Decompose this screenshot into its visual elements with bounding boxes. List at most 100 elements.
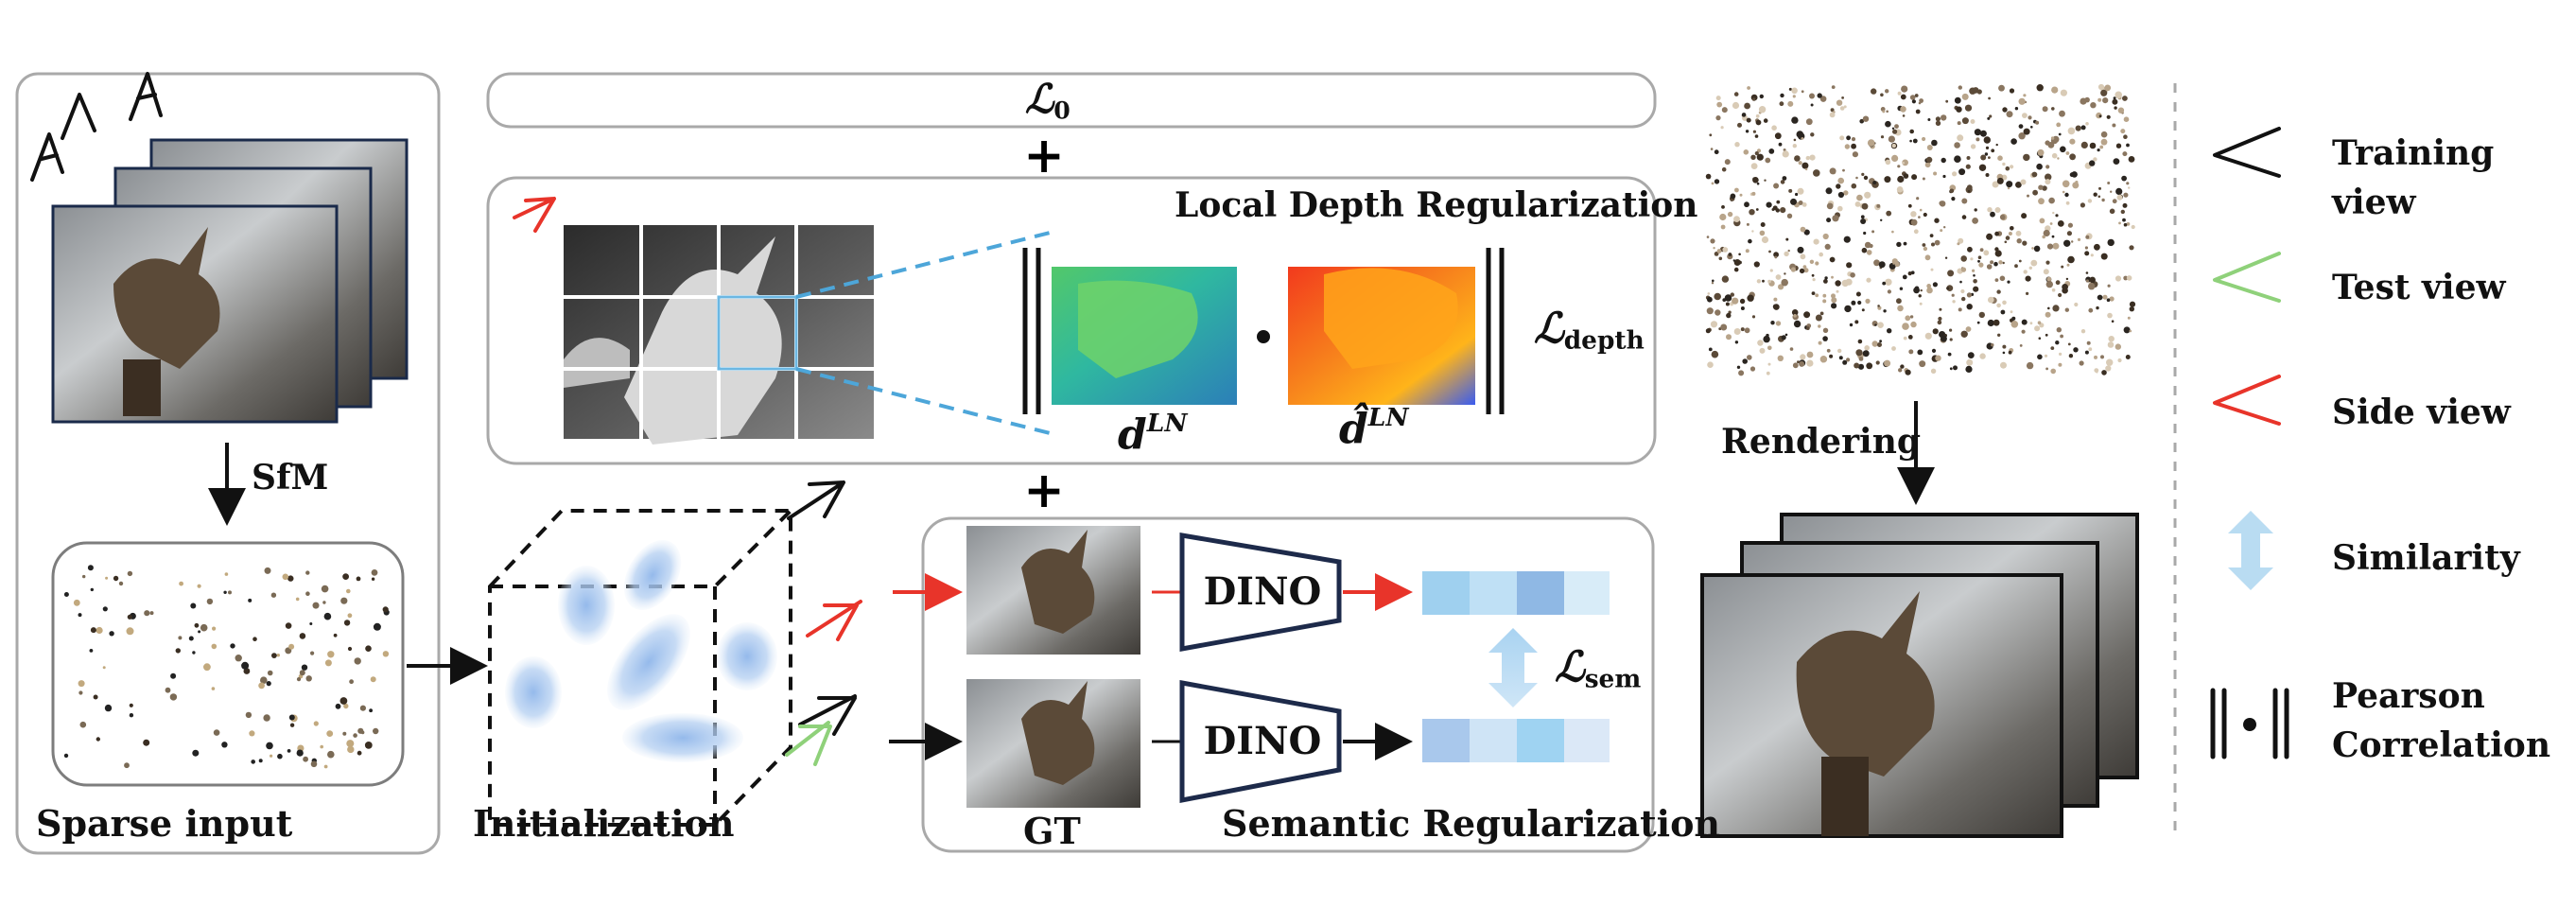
similarity-icon [2228, 511, 2273, 590]
dense-point [1811, 273, 1815, 277]
dense-point [1767, 345, 1772, 351]
dense-point [1785, 237, 1789, 241]
dense-point [2117, 358, 2122, 363]
dense-point [1805, 167, 1808, 171]
dense-point [1941, 335, 1947, 342]
dense-point [1707, 361, 1714, 369]
dense-point [1913, 287, 1920, 294]
dense-point [1766, 201, 1772, 208]
dense-point [1778, 142, 1783, 147]
dense-point [2058, 362, 2063, 367]
dense-point [2117, 107, 2125, 114]
dense-point [2075, 181, 2079, 184]
dense-point [1801, 162, 1809, 169]
dense-point [2109, 208, 2115, 215]
dense-point [1798, 161, 1802, 166]
dense-point [2114, 106, 2117, 110]
dense-point [1938, 316, 1942, 322]
dense-point [1837, 177, 1844, 184]
sparse-point [373, 622, 381, 631]
dense-point [1995, 143, 1998, 147]
dense-point [2037, 148, 2045, 156]
dense-point [1815, 314, 1822, 322]
dense-point [1784, 272, 1786, 275]
dense-point [1924, 162, 1931, 168]
sparse-point [178, 636, 183, 640]
sparse-point [343, 703, 349, 709]
dense-point [1897, 165, 1901, 168]
dense-point [1756, 153, 1764, 161]
sparse-point [343, 620, 351, 626]
dense-point [1710, 148, 1714, 150]
dense-point [1931, 139, 1938, 147]
dense-point [1986, 233, 1993, 240]
sparse-point [192, 651, 196, 655]
sparse-point [288, 643, 295, 650]
feature-vector-bottom [1422, 719, 1610, 762]
dense-point [1916, 197, 1920, 201]
dense-point [1858, 357, 1864, 361]
dense-point [1765, 157, 1771, 164]
dense-point [1983, 250, 1990, 256]
dense-point [1759, 347, 1766, 354]
sparse-point [382, 606, 389, 613]
dense-point [2066, 263, 2070, 267]
dense-point [1764, 179, 1767, 182]
dino-label-top: DINO [1203, 569, 1322, 614]
dense-point [1990, 260, 1994, 265]
dense-point [1876, 203, 1881, 208]
dense-point [1809, 259, 1815, 264]
dense-point [2032, 189, 2039, 196]
dense-point [1741, 113, 1747, 117]
dense-point [2038, 198, 2045, 205]
dense-point [1799, 360, 1805, 367]
sparse-point [206, 598, 214, 605]
dense-point [2000, 361, 2007, 369]
dense-point [1744, 102, 1750, 110]
dense-point [1854, 362, 1860, 369]
dense-point [1805, 155, 1811, 161]
sparse-point [271, 653, 277, 658]
dense-point [1751, 191, 1756, 196]
dense-point [1874, 323, 1877, 326]
dense-point [1957, 134, 1964, 142]
dense-point [2069, 138, 2076, 145]
sparse-point [321, 585, 329, 593]
dense-point [1792, 144, 1798, 148]
dense-point [1851, 300, 1856, 306]
dense-point [2100, 253, 2108, 260]
sparse-point [230, 643, 235, 649]
dense-point [2080, 125, 2086, 131]
sparse-point [243, 668, 251, 674]
dense-point [1910, 321, 1917, 328]
sparse-point [251, 760, 256, 764]
dense-point [1799, 268, 1805, 274]
sparse-point [248, 598, 252, 602]
dense-point [1939, 307, 1942, 311]
dense-point [1902, 323, 1909, 330]
dense-point [1941, 157, 1946, 164]
dense-point [1756, 262, 1760, 266]
dense-point [2126, 182, 2130, 185]
dense-point [1970, 144, 1976, 149]
dense-point [2111, 320, 2115, 323]
dense-point [2045, 280, 2053, 288]
dense-point [1861, 172, 1865, 176]
dense-point [2113, 158, 2120, 166]
dense-point [1836, 289, 1839, 293]
dense-point [1706, 236, 1710, 238]
dense-point [1978, 262, 1984, 268]
dense-point [2124, 328, 2128, 332]
dense-point [1716, 249, 1722, 253]
sparse-point [258, 682, 265, 690]
dense-point [1726, 312, 1732, 319]
dense-point [1829, 354, 1834, 358]
dense-point [1817, 93, 1822, 98]
cube-view-marks [785, 480, 862, 766]
dense-point [1965, 186, 1973, 194]
loss-depth: ℒdepth [1534, 305, 1645, 356]
dense-point [1779, 101, 1784, 107]
dense-point [1746, 117, 1751, 123]
dense-point [2056, 122, 2062, 128]
sparse-point [347, 745, 355, 754]
